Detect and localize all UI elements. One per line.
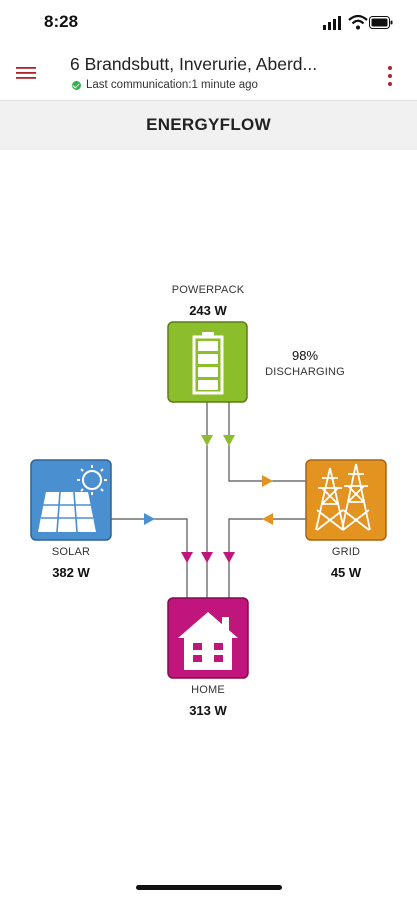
solar-label: SOLAR [51,546,91,558]
grid-label: GRID [331,546,361,558]
arrow-powerpack-1 [201,435,213,446]
battery-icon [369,16,393,29]
flow-arrows [144,435,273,563]
home-indicator[interactable] [136,885,282,890]
wifi-icon [348,14,368,30]
signal-icon [323,16,341,30]
arrow-from-grid [262,513,273,525]
arrow-powerpack-2 [223,435,235,446]
status-bar: 8:28 [0,0,417,44]
home-value: 313 W [189,703,227,718]
last-communication-text: Last communication:1 minute ago [86,79,258,91]
solar-tile[interactable] [30,459,112,541]
solar-value: 382 W [52,565,90,580]
battery-icon [192,332,224,395]
powerpack-tile[interactable] [167,321,248,403]
status-time: 8:28 [44,12,79,31]
check-circle-icon [72,80,81,90]
more-options-icon[interactable] [385,64,395,88]
flow-line-powerpack-grid [228,402,306,482]
arrow-home-2 [201,552,213,563]
powerpack-charge: 98% [291,348,319,363]
solar-panel-icon [38,491,96,533]
powerpack-value: 243 W [189,303,227,318]
home-label: HOME [191,684,225,696]
arrow-home-1 [181,552,193,563]
section-header: ENERGYFLOW [0,101,417,150]
home-tile[interactable] [167,597,249,679]
flow-lines [111,402,306,598]
sun-icon [77,465,107,495]
flow-line-solar-home [111,518,188,598]
last-communication-status: Last communication:1 minute ago [72,79,258,91]
app-header: 6 Brandsbutt, Inverurie, Aberd... Last c… [0,44,417,101]
powerpack-label: POWERPACK [171,284,245,296]
section-title: ENERGYFLOW [146,115,271,134]
status-icons [323,14,393,30]
powerpack-state: DISCHARGING [265,366,345,378]
house-icon [178,612,238,670]
flow-line-grid-home [228,518,306,598]
grid-value: 45 W [330,565,362,580]
arrow-from-solar [144,513,155,525]
arrow-home-3 [223,552,235,563]
hamburger-menu-icon[interactable] [14,62,40,82]
grid-tile[interactable] [305,459,387,541]
power-pylon-icon [315,463,371,531]
arrow-to-grid [262,475,273,487]
